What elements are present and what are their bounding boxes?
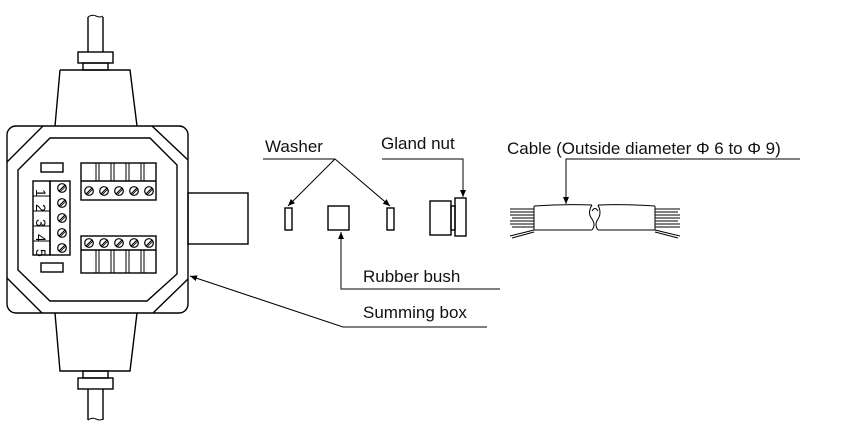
leader-lines bbox=[189, 158, 800, 328]
screw-icon bbox=[57, 198, 67, 208]
terminal-number: 4 bbox=[33, 234, 49, 242]
label-plate-top bbox=[40, 162, 64, 173]
screw-icon bbox=[99, 186, 109, 196]
screw-icon bbox=[57, 243, 67, 253]
label-plate-bottom bbox=[40, 262, 64, 273]
screw-icon bbox=[129, 186, 139, 196]
summing-box-label: Summing box bbox=[363, 303, 467, 322]
screw-icon bbox=[114, 186, 124, 196]
screw-icon bbox=[84, 186, 94, 196]
rubber-bush-label: Rubber bush bbox=[363, 267, 460, 286]
top-cable-gland bbox=[54, 14, 138, 127]
terminal-number: 3 bbox=[33, 219, 49, 227]
terminal-number: 2 bbox=[33, 204, 49, 212]
terminal-block-upper bbox=[80, 162, 157, 201]
screw-icon bbox=[129, 238, 139, 248]
screw-icon bbox=[99, 238, 109, 248]
side-cable-port bbox=[187, 192, 249, 245]
washer-label: Washer bbox=[265, 137, 323, 156]
screw-icon bbox=[144, 186, 154, 196]
terminal-number: 1 bbox=[33, 189, 49, 197]
cable-label: Cable (Outside diameter Φ 6 to Φ 9) bbox=[507, 139, 781, 158]
screw-icon bbox=[57, 213, 67, 223]
washer-left bbox=[284, 207, 293, 231]
terminal-number: 5 bbox=[33, 249, 49, 257]
terminal-block-lower bbox=[80, 235, 157, 274]
screw-icon bbox=[84, 238, 94, 248]
terminal-number-strip: 1 2 3 4 5 bbox=[32, 180, 71, 257]
washer-right bbox=[386, 207, 395, 231]
bottom-cable-gland bbox=[54, 312, 138, 421]
cable bbox=[509, 204, 681, 239]
screw-icon bbox=[57, 183, 67, 193]
rubber-bush bbox=[327, 205, 350, 231]
gland-nut-label: Gland nut bbox=[381, 134, 455, 153]
gland-nut bbox=[429, 197, 467, 237]
screw-icon bbox=[144, 238, 154, 248]
screw-icon bbox=[114, 238, 124, 248]
screw-icon bbox=[57, 228, 67, 238]
summing-box: 1 2 3 4 5 bbox=[6, 125, 249, 314]
